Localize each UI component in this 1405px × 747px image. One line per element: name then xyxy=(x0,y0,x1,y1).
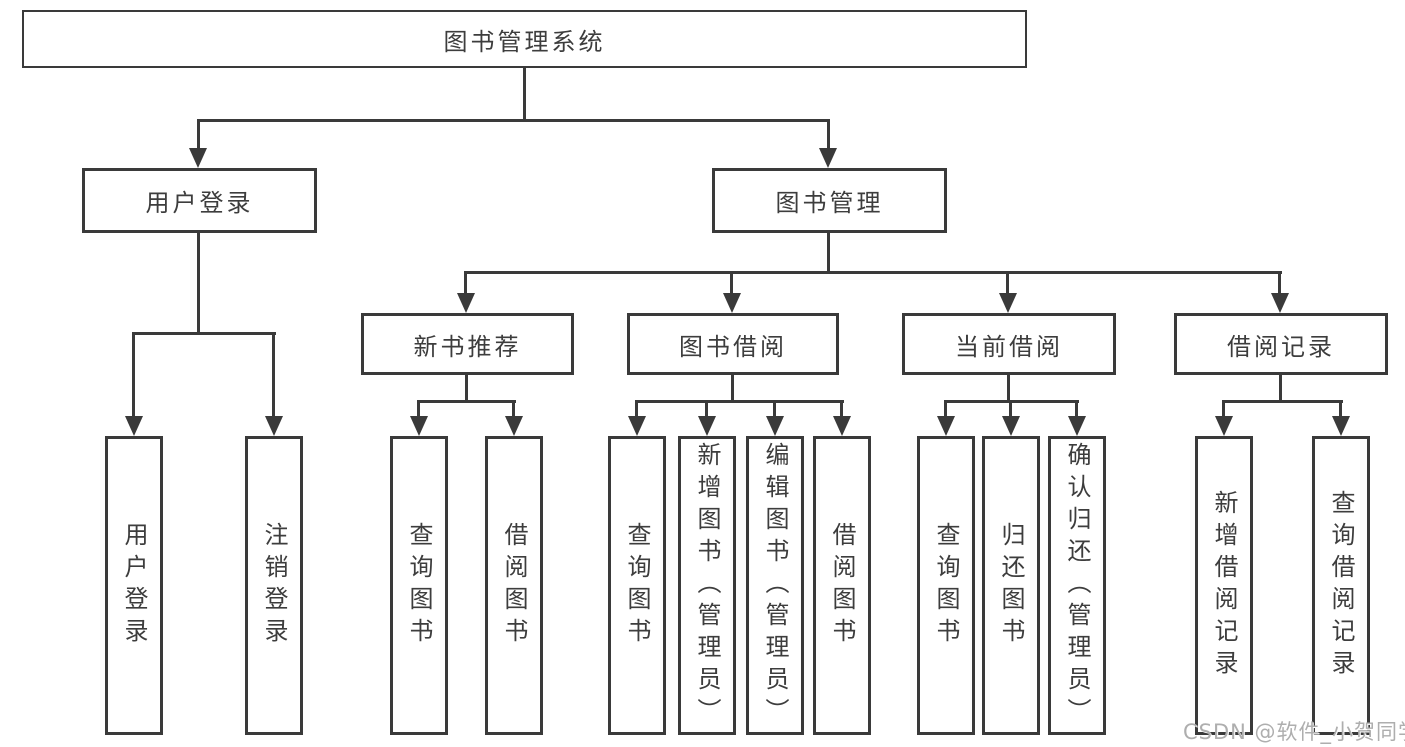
node-query-books-current: 查询图书 xyxy=(917,436,975,735)
node-return-books: 归还图书 xyxy=(982,436,1040,735)
node-borrow-books-recommend: 借阅图书 xyxy=(485,436,543,735)
node-confirm-return-admin: 确认归还（管理员） xyxy=(1048,436,1106,735)
connector-vline xyxy=(272,332,275,418)
arrow-down-icon xyxy=(937,416,955,436)
node-book-borrowing: 图书借阅 xyxy=(627,313,839,375)
connector-hline xyxy=(417,400,516,403)
arrow-down-icon xyxy=(999,293,1017,313)
connector-hline xyxy=(1222,400,1343,403)
connector-vline xyxy=(827,119,830,150)
connector-vline xyxy=(705,400,708,418)
node-borrow-books-borrowing: 借阅图书 xyxy=(813,436,871,735)
arrow-down-icon xyxy=(1271,293,1289,313)
node-label: 当前借阅 xyxy=(955,332,1063,361)
connector-vline xyxy=(1075,400,1078,418)
node-library-management-system: 图书管理系统 xyxy=(22,10,1027,68)
connector-vline xyxy=(827,233,830,273)
arrow-down-icon xyxy=(723,293,741,313)
node-edit-book-admin: 编辑图书（管理员） xyxy=(746,436,804,735)
connector-hline xyxy=(198,119,830,122)
node-borrowing-records: 借阅记录 xyxy=(1174,313,1388,375)
node-current-borrowing: 当前借阅 xyxy=(902,313,1116,375)
connector-vline xyxy=(465,375,468,402)
watermark: CSDN @软件_小贺同学 xyxy=(1183,720,1405,744)
connector-vline xyxy=(731,375,734,402)
connector-vline xyxy=(773,400,776,418)
node-new-book-recommendation: 新书推荐 xyxy=(361,313,574,375)
arrow-down-icon xyxy=(766,416,784,436)
node-book-management: 图书管理 xyxy=(712,168,947,233)
node-label: 图书借阅 xyxy=(679,332,787,361)
connector-vline xyxy=(1279,375,1282,402)
node-label: 借阅记录 xyxy=(1227,332,1335,361)
connector-vline xyxy=(197,233,200,334)
connector-vline xyxy=(1222,400,1225,418)
node-label: 用户登录 xyxy=(145,189,254,217)
arrow-down-icon xyxy=(819,148,837,168)
connector-hline xyxy=(465,271,1282,274)
node-query-books-recommend: 查询图书 xyxy=(390,436,448,735)
connector-vline xyxy=(132,332,135,418)
connector-vline xyxy=(1007,375,1010,402)
arrow-down-icon xyxy=(265,416,283,436)
node-query-books-borrowing: 查询图书 xyxy=(608,436,666,735)
node-user-login-group: 用户登录 xyxy=(82,168,317,233)
connector-hline xyxy=(132,332,276,335)
arrow-down-icon xyxy=(1215,416,1233,436)
arrow-down-icon xyxy=(125,416,143,436)
connector-vline xyxy=(730,271,733,295)
arrow-down-icon xyxy=(1068,416,1086,436)
arrow-down-icon xyxy=(1332,416,1350,436)
node-query-borrow-record: 查询借阅记录 xyxy=(1312,436,1370,735)
connector-vline xyxy=(635,400,638,418)
connector-vline xyxy=(1339,400,1342,418)
arrow-down-icon xyxy=(698,416,716,436)
node-logout: 注销登录 xyxy=(245,436,303,735)
connector-hline xyxy=(635,400,844,403)
node-user-login: 用户登录 xyxy=(105,436,163,735)
arrow-down-icon xyxy=(505,416,523,436)
connector-vline xyxy=(1278,271,1281,295)
arrow-down-icon xyxy=(189,148,207,168)
node-add-borrow-record: 新增借阅记录 xyxy=(1195,436,1253,735)
connector-vline xyxy=(464,271,467,295)
connector-vline xyxy=(944,400,947,418)
node-label: 图书管理 xyxy=(775,189,884,217)
connector-vline xyxy=(1009,400,1012,418)
node-label: 新书推荐 xyxy=(413,332,522,361)
connector-vline xyxy=(512,400,515,418)
connector-vline xyxy=(197,119,200,150)
connector-vline xyxy=(1006,271,1009,295)
arrow-down-icon xyxy=(628,416,646,436)
arrow-down-icon xyxy=(1002,416,1020,436)
connector-vline xyxy=(523,68,526,121)
arrow-down-icon xyxy=(833,416,851,436)
connector-vline xyxy=(840,400,843,418)
arrow-down-icon xyxy=(457,293,475,313)
connector-vline xyxy=(417,400,420,418)
node-add-book-admin: 新增图书（管理员） xyxy=(678,436,736,735)
arrow-down-icon xyxy=(410,416,428,436)
node-label: 图书管理系统 xyxy=(443,27,606,56)
